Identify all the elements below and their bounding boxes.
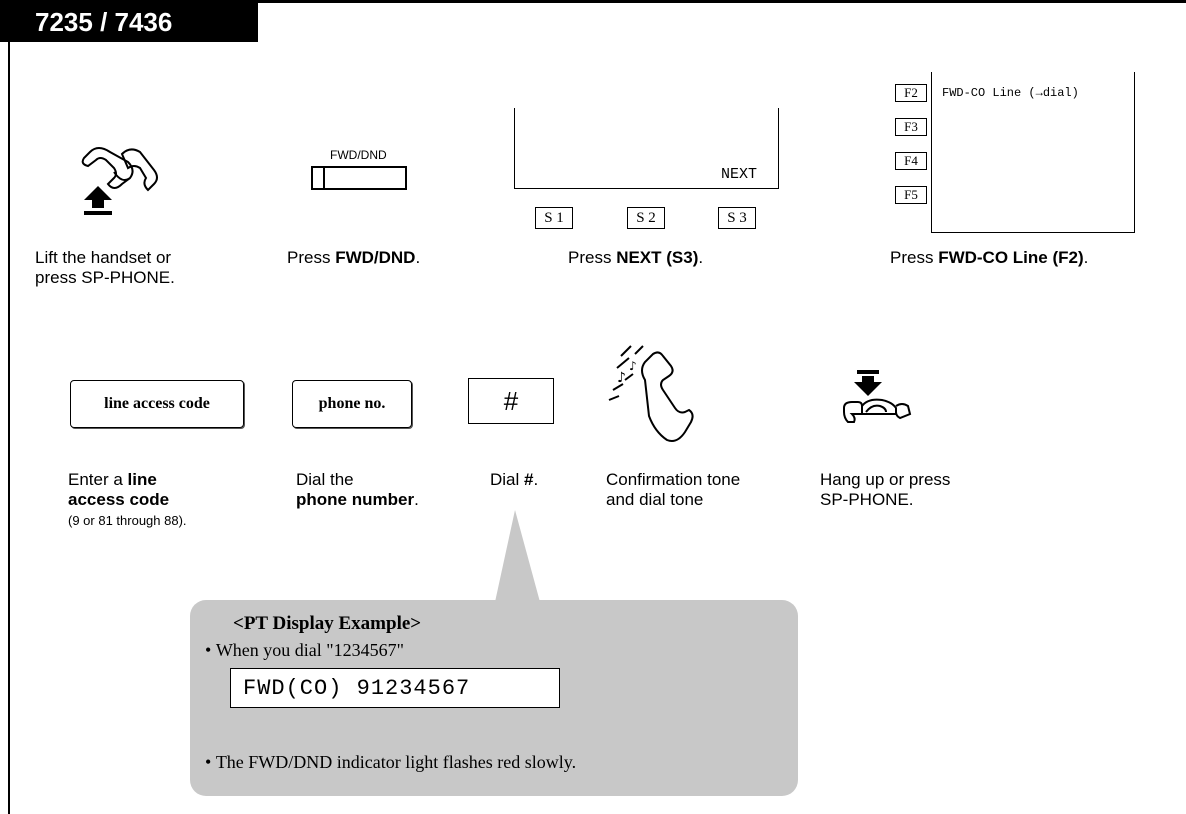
function-key-f4[interactable]: F4 bbox=[895, 152, 927, 170]
hang-up-icon bbox=[843, 370, 912, 423]
step-press-next-caption: Press NEXT (S3). bbox=[568, 248, 704, 267]
pt-display-screen: FWD(CO) 91234567 bbox=[230, 668, 560, 708]
example-bullet-1: • When you dial "1234567" bbox=[205, 640, 404, 660]
line-access-code-key[interactable]: line access code bbox=[70, 380, 244, 428]
frame-top-border bbox=[0, 0, 1186, 3]
callout-pointer bbox=[495, 510, 540, 602]
fwd-dnd-button[interactable] bbox=[311, 166, 407, 190]
svg-text:♪: ♪ bbox=[629, 359, 637, 373]
step-press-fwd-co-caption: Press FWD-CO Line (F2). bbox=[890, 248, 1089, 267]
hash-key[interactable]: # bbox=[468, 378, 554, 424]
function-display bbox=[931, 72, 1135, 233]
step-dial-hash-caption: Dial #. bbox=[490, 470, 539, 489]
fwd-dnd-button-label: FWD/DND bbox=[330, 148, 387, 162]
fwd-dnd-indicator-light bbox=[313, 168, 325, 188]
step-hang-up-caption: Hang up or press SP-PHONE. bbox=[820, 470, 951, 509]
bullet-dot-icon: • bbox=[205, 752, 212, 772]
step-enter-line-access-caption: Enter a line access code (9 or 81 throug… bbox=[68, 470, 187, 528]
handset-lift-icon bbox=[81, 147, 158, 215]
function-key-f5[interactable]: F5 bbox=[895, 186, 927, 204]
softkey-display bbox=[514, 108, 779, 189]
function-key-f3[interactable]: F3 bbox=[895, 118, 927, 136]
step-dial-phone-caption: Dial the phone number. bbox=[296, 470, 419, 509]
bullet-dot-icon: • bbox=[205, 640, 212, 660]
step-press-fwd-caption: Press FWD/DND. bbox=[287, 248, 421, 267]
softkey-s1[interactable]: S 1 bbox=[535, 207, 573, 229]
step-lift-handset-caption: Lift the handset or press SP-PHONE. bbox=[35, 248, 175, 287]
softkey-s2[interactable]: S 2 bbox=[627, 207, 665, 229]
model-header: 7235 / 7436 bbox=[0, 0, 258, 42]
display-next-text: NEXT bbox=[721, 166, 758, 183]
softkey-s3[interactable]: S 3 bbox=[718, 207, 756, 229]
phone-number-key[interactable]: phone no. bbox=[292, 380, 412, 428]
example-title: <PT Display Example> bbox=[233, 613, 422, 634]
display-fwd-co-line-text: FWD-CO Line (→dial) bbox=[942, 86, 1079, 100]
frame-left-border bbox=[8, 0, 10, 814]
step-confirmation-tone-caption: Confirmation tone and dial tone bbox=[606, 470, 741, 509]
svg-text:♪: ♪ bbox=[617, 370, 626, 386]
function-key-f2[interactable]: F2 bbox=[895, 84, 927, 102]
example-bullet-2: • The FWD/DND indicator light flashes re… bbox=[205, 752, 577, 772]
tone-handset-icon: ♪ ♪ bbox=[608, 345, 694, 442]
